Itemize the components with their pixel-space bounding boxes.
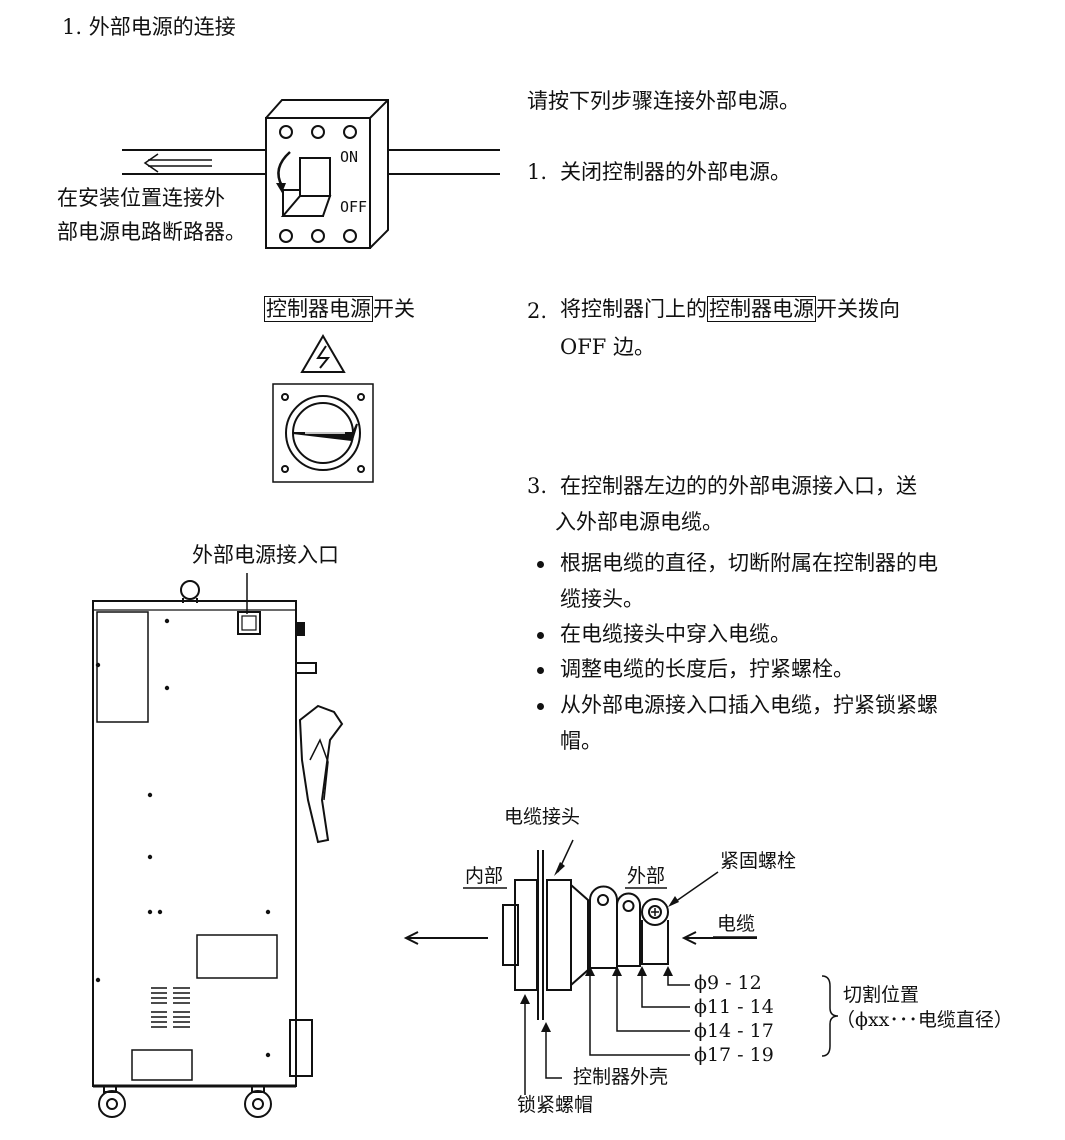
- cable-label: 电缆: [717, 913, 756, 935]
- bullet-dot: [537, 632, 544, 639]
- section-title: 1. 外部电源的连接: [62, 15, 236, 39]
- step-1-number: 1.: [527, 160, 548, 184]
- bullet-1-line2: 缆接头。: [560, 587, 644, 611]
- bullet-3-line1: 调整电缆的长度后，拧紧螺栓。: [560, 657, 854, 681]
- intro-text: 请按下列步骤连接外部电源。: [527, 89, 800, 113]
- off-label: OFF: [340, 198, 368, 216]
- power-inlet-label: 外部电源接入口: [192, 543, 339, 567]
- on-label: ON: [340, 148, 359, 166]
- gland-label: 电缆接头: [504, 806, 581, 828]
- bullet-4-line1: 从外部电源接入口插入电缆，拧紧锁紧螺: [560, 693, 938, 717]
- rotary-switch-figure: [272, 334, 374, 483]
- cable-gland-figure: [403, 839, 839, 1095]
- step-3-number: 3.: [527, 474, 548, 498]
- step-2-text-post: 开关拨向: [816, 297, 900, 321]
- bullet-4-line2: 帽。: [560, 729, 602, 753]
- step-2-text-pre: 将控制器门上的: [560, 297, 707, 321]
- bullet-dot: [537, 703, 544, 710]
- diameter-1: ϕ9 - 12: [694, 972, 762, 994]
- power-switch-boxed: 控制器电源: [264, 296, 373, 322]
- case-label: 控制器外壳: [573, 1066, 669, 1088]
- step-3-line1: 在控制器左边的的外部电源接入口，送: [560, 474, 917, 498]
- step-2-line2: OFF 边。: [560, 335, 656, 359]
- bolt-label: 紧固螺栓: [720, 850, 797, 872]
- breaker-caption-line1: 在安装位置连接外: [57, 186, 225, 210]
- step-3-line2: 入外部电源电缆。: [555, 510, 723, 534]
- step-2-boxed-label: 控制器电源: [707, 296, 816, 322]
- step-2-number: 2.: [527, 299, 548, 323]
- power-switch-label: 控制器电源开关: [264, 296, 415, 322]
- diameter-3: ϕ14 - 17: [694, 1020, 774, 1042]
- diameter-2: ϕ11 - 14: [694, 996, 774, 1018]
- bullet-1-line1: 根据电缆的直径，切断附属在控制器的电: [560, 551, 938, 575]
- breaker-figure: [122, 99, 500, 249]
- breaker-caption-line2: 部电源电路断路器。: [57, 220, 246, 244]
- cut-position-note: （ϕxx･･･电缆直径）: [836, 1009, 1013, 1031]
- step-2-text: 将控制器门上的控制器电源开关拨向: [560, 296, 900, 322]
- bullet-dot: [537, 667, 544, 674]
- step-1-text: 关闭控制器的外部电源。: [560, 160, 791, 184]
- inside-label: 内部: [465, 865, 504, 887]
- bullet-dot: [537, 561, 544, 568]
- outside-label: 外部: [627, 865, 666, 887]
- diameter-4: ϕ17 - 19: [694, 1044, 774, 1066]
- cut-position-label: 切割位置: [843, 984, 920, 1006]
- power-switch-suffix: 开关: [373, 297, 415, 321]
- bullet-2-line1: 在电缆接头中穿入电缆。: [560, 622, 791, 646]
- controller-cabinet-figure: [92, 573, 344, 1118]
- locknut-label: 锁紧螺帽: [517, 1094, 594, 1116]
